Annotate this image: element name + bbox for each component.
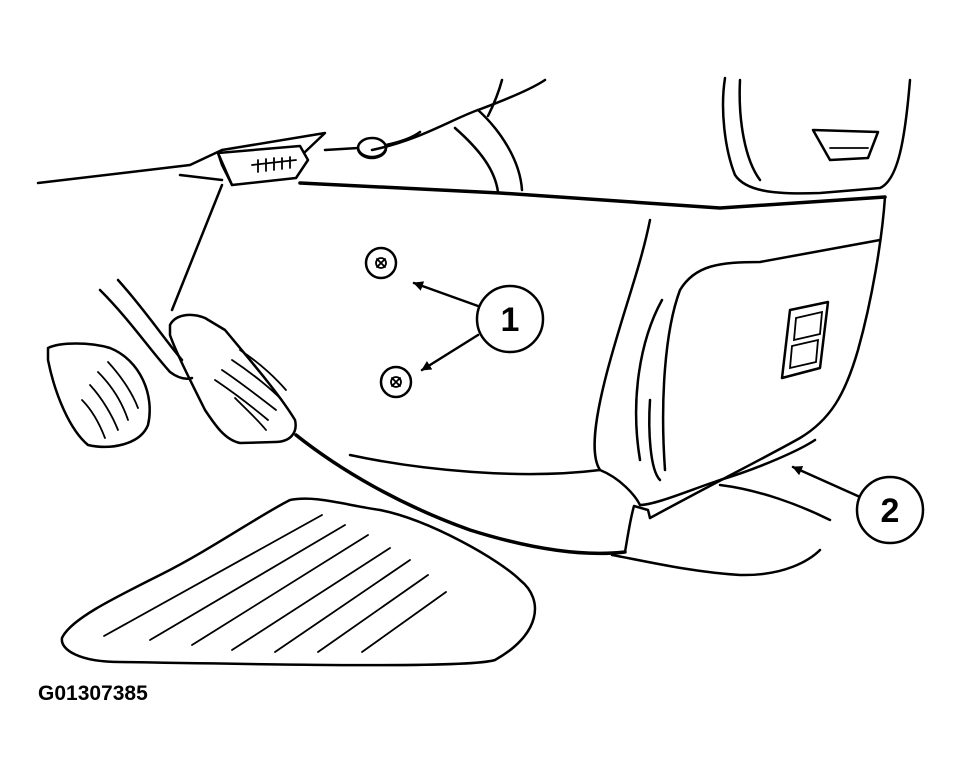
knee-bolster-panel — [294, 181, 887, 556]
callout-2-arrow — [791, 465, 862, 499]
brake-pedal — [46, 278, 194, 449]
accelerator-pedal — [168, 173, 297, 445]
callout-1: 1 — [412, 281, 545, 372]
callout-1-circle — [475, 284, 545, 354]
diagnostic-connector — [216, 144, 310, 187]
wire-clip — [323, 130, 422, 160]
callout-2-circle — [855, 475, 925, 545]
lower-screw-icon — [379, 365, 413, 399]
panel-switch — [780, 300, 830, 380]
trim-panel-screws — [364, 246, 413, 399]
callout-2: 2 — [791, 465, 925, 545]
callout-1-upper-arrow — [412, 281, 480, 308]
center-console-outline — [721, 76, 912, 195]
callout-1-label: 1 — [501, 301, 520, 339]
callout-2-label: 2 — [881, 492, 900, 530]
upper-screw-icon — [364, 246, 398, 280]
upper-dash — [36, 78, 547, 194]
floor-mat — [60, 483, 832, 667]
figure-id: G01307385 — [38, 682, 148, 705]
callout-1-lower-arrow — [420, 333, 480, 372]
